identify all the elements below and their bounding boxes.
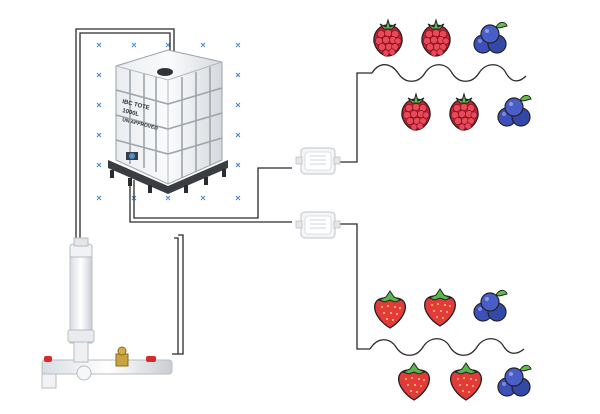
pipe-filter-return-2	[174, 237, 179, 354]
water-filter-icon	[41, 237, 173, 389]
drip-emitter-icon	[295, 211, 341, 239]
blueberry-icon	[497, 94, 532, 127]
blueberry-icon	[473, 289, 508, 322]
strawberry-icon	[450, 362, 482, 401]
pipe-tank-to-emitters	[129, 180, 292, 223]
raspberry-icon	[401, 93, 431, 131]
blueberry-icon	[473, 21, 508, 54]
ibc-tote-icon: IBC TOTE 1000L UN APPROVED	[108, 49, 228, 194]
strawberry-icon	[398, 362, 430, 401]
drip-emitter-icon	[295, 147, 341, 175]
placement-markers	[96, 42, 241, 201]
strawberry-icon	[424, 288, 456, 327]
pipe-lower-feed	[340, 223, 370, 350]
strawberry-icon	[374, 290, 406, 329]
pipe-upper-feed	[340, 72, 372, 163]
pipe-network	[75, 28, 372, 355]
drip-line-upper	[371, 64, 527, 82]
pipe-tank-to-filter	[79, 32, 171, 240]
raspberry-icon	[373, 19, 403, 57]
pipe-tank-to-filter-inner	[75, 28, 175, 240]
blueberry-icon	[497, 364, 532, 397]
raspberry-icon	[421, 19, 451, 57]
raspberry-icon	[449, 93, 479, 131]
pipe-tank-to-emitters-2	[133, 167, 292, 219]
tank-label-line2: 1000L	[122, 108, 140, 118]
drip-line-lower	[369, 338, 525, 356]
